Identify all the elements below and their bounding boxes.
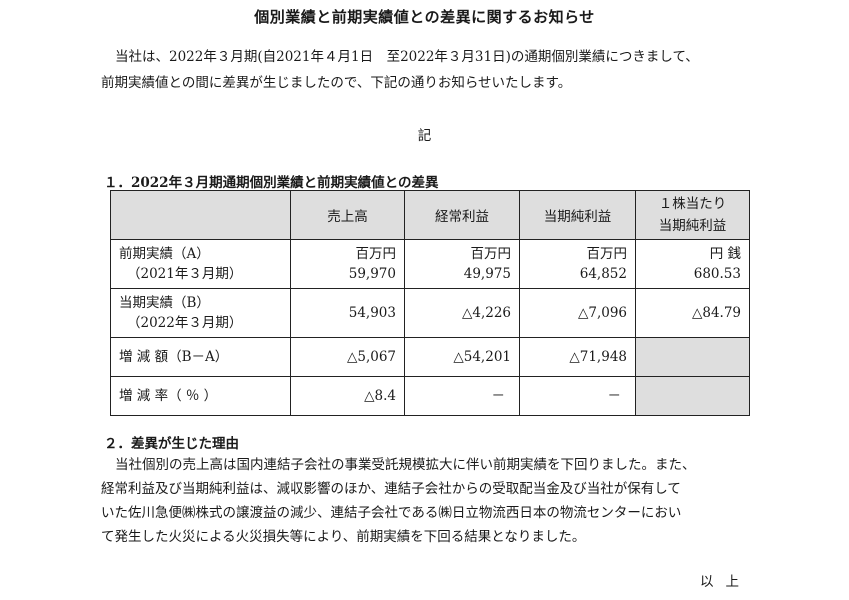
header-net-income: 当期純利益 <box>519 190 636 240</box>
row-prev-eps: 680.53 <box>693 266 741 282</box>
row-diff-eps-shaded <box>635 337 750 377</box>
section2-heading: ２．差異が生じた理由 <box>104 436 239 452</box>
row-prev-label-cell: 前期実績（A） （2021年３月期） <box>110 239 291 289</box>
row-curr-label: 当期実績（B） <box>119 295 210 311</box>
table-row-curr: 当期実績（B） （2022年３月期） 54,903 △4,226 △7,096 … <box>110 288 750 338</box>
table-header-row: 売上高 経常利益 当期純利益 １株当たり 当期純利益 <box>110 190 750 240</box>
table-row-rate: 増 減 率（ ％ ） △8.4 － － <box>110 376 750 416</box>
header-ordinary-profit: 経常利益 <box>404 190 520 240</box>
row-diff-label: 増 減 額（B－A） <box>110 337 291 377</box>
header-eps: １株当たり 当期純利益 <box>635 190 750 240</box>
results-table: 売上高 経常利益 当期純利益 １株当たり 当期純利益 前期実績（A） （2021… <box>110 190 750 416</box>
row-diff-sales: △5,067 <box>290 337 405 377</box>
row-curr-label-cell: 当期実績（B） （2022年３月期） <box>110 288 291 338</box>
reason-line: 経常利益及び当期純利益は、減収影響のほか、連結子会社からの受取配当金及び当社が保… <box>101 481 681 497</box>
row-prev-net-income: 64,852 <box>579 266 627 282</box>
row-prev-sales-cell: 百万円 59,970 <box>290 239 405 289</box>
reason-paragraph: 当社個別の売上高は国内連結子会社の事業受託規模拡大に伴い前期実績を下回りました。… <box>101 453 761 549</box>
row-rate-net-income: － <box>519 376 636 416</box>
unit-million: 百万円 <box>586 246 628 262</box>
header-eps-line1: １株当たり <box>658 196 727 212</box>
row-prev-sales: 59,970 <box>348 266 396 282</box>
section1-heading: １．2022年３月期通期個別業績と前期実績値との差異 <box>104 175 439 191</box>
row-curr-net-income: △7,096 <box>519 288 636 338</box>
row-rate-eps-shaded <box>635 376 750 416</box>
header-blank <box>110 190 291 240</box>
row-rate-ordinary-profit: － <box>404 376 520 416</box>
table-row-prev: 前期実績（A） （2021年３月期） 百万円 59,970 百万円 49,975… <box>110 239 750 289</box>
reason-line: いた佐川急便㈱株式の譲渡益の減少、連結子会社である㈱日立物流西日本の物流センター… <box>101 505 682 521</box>
row-rate-sales: △8.4 <box>290 376 405 416</box>
closing-mark: 以上 <box>700 574 751 590</box>
row-curr-eps: △84.79 <box>635 288 750 338</box>
row-curr-ordinary-profit: △4,226 <box>404 288 520 338</box>
row-rate-label: 増 減 率（ ％ ） <box>110 376 291 416</box>
intro-paragraph: 当社は、2022年３月期(自2021年４月1日 至2022年３月31日)の通期個… <box>101 44 761 96</box>
row-curr-sublabel: （2022年３月期） <box>127 315 243 331</box>
unit-million: 百万円 <box>470 246 512 262</box>
row-prev-sublabel: （2021年３月期） <box>127 266 243 282</box>
header-sales: 売上高 <box>290 190 405 240</box>
header-eps-line2: 当期純利益 <box>658 218 727 234</box>
intro-line: 前期実績値との間に差異が生じましたので、下記の通りお知らせいたします。 <box>101 75 572 91</box>
row-prev-eps-cell: 円 銭 680.53 <box>635 239 750 289</box>
row-prev-label: 前期実績（A） <box>119 246 210 262</box>
row-diff-net-income: △71,948 <box>519 337 636 377</box>
ki-marker: 記 <box>417 128 432 144</box>
table-row-diff: 増 減 額（B－A） △5,067 △54,201 △71,948 <box>110 337 750 377</box>
unit-million: 百万円 <box>355 246 397 262</box>
document-title: 個別業績と前期実績値との差異に関するお知らせ <box>254 8 595 26</box>
reason-line: 当社個別の売上高は国内連結子会社の事業受託規模拡大に伴い前期実績を下回りました。… <box>115 457 696 473</box>
unit-yen: 円 銭 <box>709 246 741 262</box>
row-curr-sales: 54,903 <box>290 288 405 338</box>
row-prev-ordinary-cell: 百万円 49,975 <box>404 239 520 289</box>
row-prev-net-cell: 百万円 64,852 <box>519 239 636 289</box>
row-prev-ordinary-profit: 49,975 <box>463 266 511 282</box>
reason-line: て発生した火災による火災損失等により、前期実績を下回る結果となりました。 <box>101 529 586 545</box>
intro-line: 当社は、2022年３月期(自2021年４月1日 至2022年３月31日)の通期個… <box>115 49 699 65</box>
row-diff-ordinary-profit: △54,201 <box>404 337 520 377</box>
